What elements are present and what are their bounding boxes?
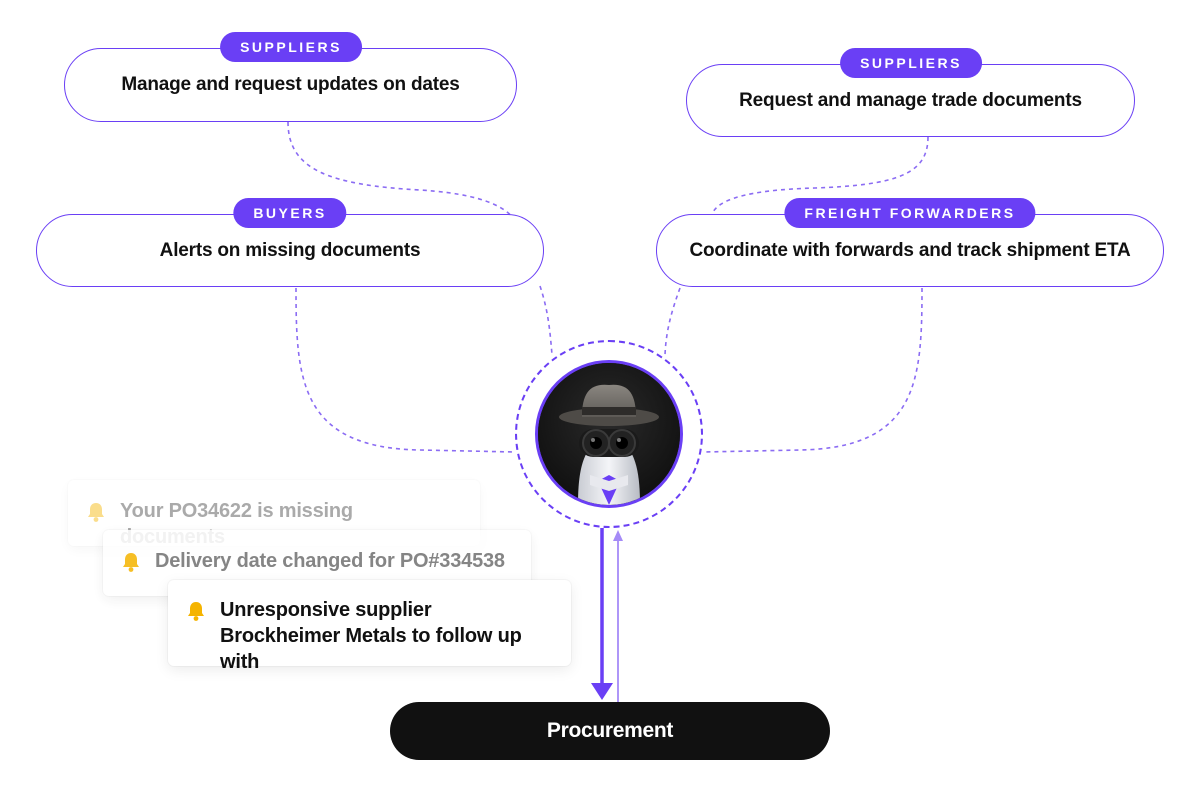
node-text: Coordinate with forwards and track shipm… bbox=[689, 239, 1131, 261]
tag-freight-forwarders: FREIGHT FORWARDERS bbox=[784, 198, 1036, 228]
arrow-up-head bbox=[613, 530, 623, 541]
arrow-down-head bbox=[591, 683, 613, 700]
notification-text: Unresponsive supplier Brockheimer Metals… bbox=[220, 599, 522, 673]
connector-forwarders-right bbox=[702, 287, 923, 453]
connector-forwarders-to-avatar bbox=[664, 287, 681, 356]
procurement-label: Procurement bbox=[546, 719, 674, 742]
node-text: Manage and request updates on dates bbox=[121, 74, 460, 95]
procurement-node: Procurement bbox=[390, 702, 830, 760]
node-text: Request and manage trade documents bbox=[739, 89, 1082, 111]
robot-detective-icon bbox=[538, 363, 680, 505]
robot-avatar bbox=[535, 360, 683, 508]
connector-suppliers-docs bbox=[711, 136, 929, 215]
flow-arrows bbox=[591, 528, 623, 702]
notification-unresponsive-supplier: Unresponsive supplier Brockheimer Metals… bbox=[168, 580, 571, 673]
bell-icon bbox=[123, 553, 139, 572]
connector-buyers-to-avatar bbox=[539, 285, 553, 356]
tag-buyers: BUYERS bbox=[233, 198, 347, 228]
node-text: Alerts on missing documents bbox=[159, 239, 421, 261]
notification-text: Delivery date changed for PO#334538 bbox=[155, 550, 505, 572]
bell-icon bbox=[88, 503, 104, 522]
connector-buyers-left bbox=[295, 287, 516, 453]
connector-suppliers-dates bbox=[287, 121, 523, 241]
node-suppliers-dates: Manage and request updates on dates bbox=[64, 48, 517, 122]
tag-suppliers: SUPPLIERS bbox=[840, 48, 982, 78]
bell-icon bbox=[188, 602, 204, 621]
node-freight-forwarders: Coordinate with forwards and track shipm… bbox=[656, 214, 1164, 287]
tag-suppliers: SUPPLIERS bbox=[220, 32, 362, 62]
